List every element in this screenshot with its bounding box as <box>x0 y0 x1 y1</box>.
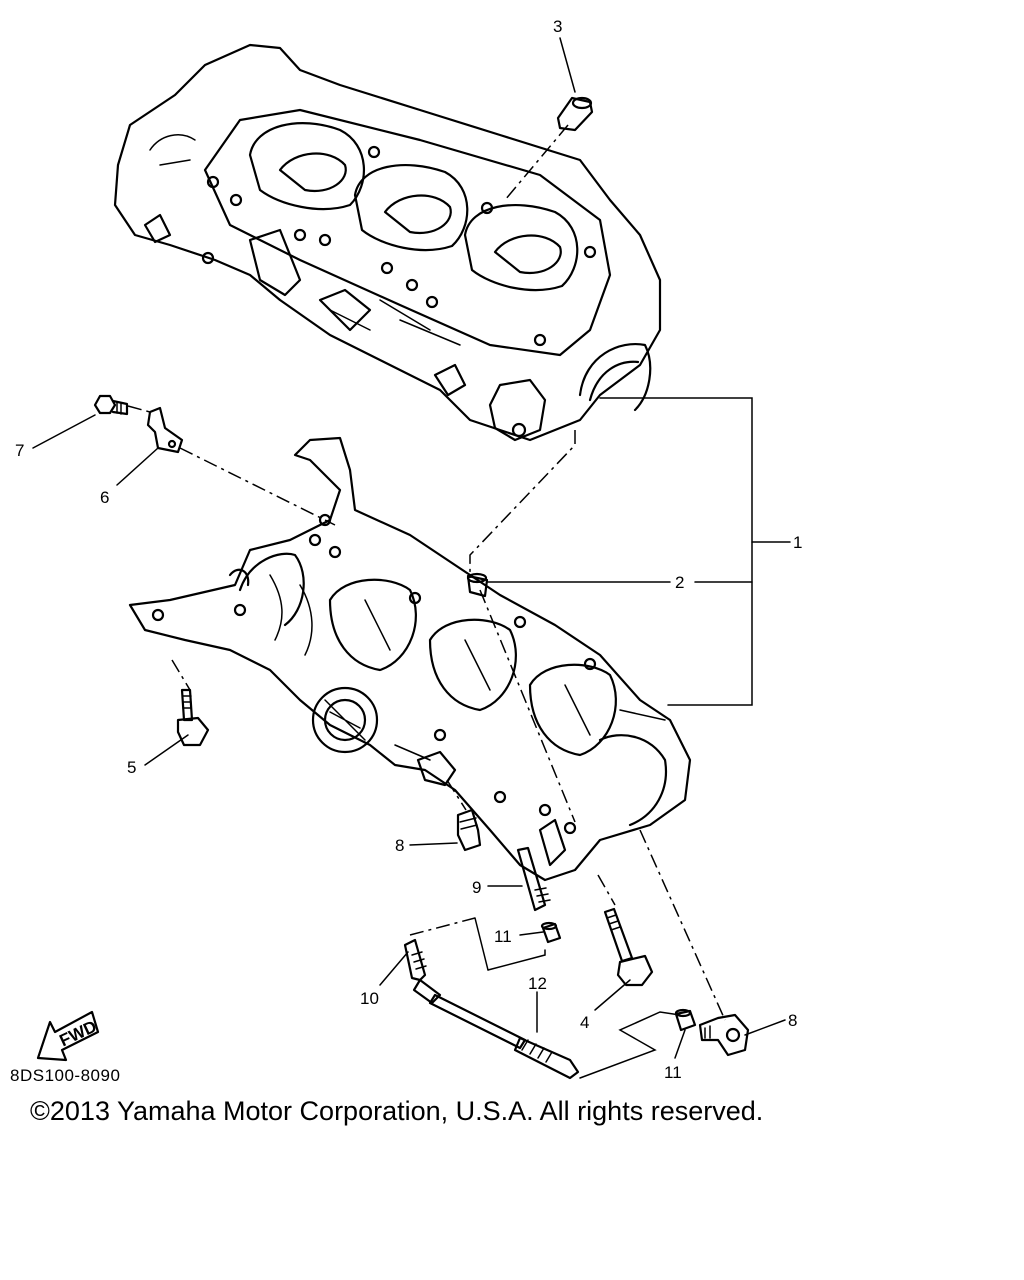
callout-8-left: 8 <box>395 836 404 855</box>
bolt-7 <box>93 394 129 416</box>
callout-1: 1 <box>793 533 802 552</box>
callout-9: 9 <box>472 878 481 897</box>
dowel-pin-2 <box>466 572 489 598</box>
dowel-pin-3 <box>556 96 594 132</box>
callout-8-right: 8 <box>788 1011 797 1030</box>
callout-11-lower: 11 <box>664 1063 682 1080</box>
callout-3: 3 <box>553 17 562 36</box>
cap-11-lower <box>674 1008 697 1032</box>
callout-2: 2 <box>675 573 684 592</box>
hose-10 <box>403 938 442 1005</box>
bolt-4 <box>603 907 654 987</box>
callout-4: 4 <box>580 1013 589 1032</box>
fwd-label: FWD <box>56 1017 99 1051</box>
copyright-notice: ©2013 Yamaha Motor Corporation, U.S.A. A… <box>30 1096 764 1126</box>
fitting-8-right <box>698 1013 750 1057</box>
leader-lines <box>32 37 791 1079</box>
callout-5: 5 <box>127 758 136 777</box>
fitting-8-left <box>456 808 482 852</box>
stud-9 <box>516 846 551 912</box>
callout-6: 6 <box>100 488 109 507</box>
lower-crankcase <box>128 436 692 882</box>
cap-11-upper <box>540 921 562 944</box>
bracket-6 <box>146 406 184 454</box>
callout-10: 10 <box>360 989 379 1008</box>
callout-numbers: 3 1 2 7 6 5 8 9 11 10 12 4 8 11 <box>15 17 802 1080</box>
callout-11-upper: 11 <box>494 927 512 946</box>
upper-crankcase <box>113 43 662 442</box>
bolt-5 <box>176 688 210 747</box>
small-parts <box>93 96 750 1080</box>
callout-12: 12 <box>528 974 547 993</box>
fwd-arrow-icon: FWD <box>36 1010 100 1062</box>
diagram-reference-code: 8DS100-8090 <box>10 1066 121 1085</box>
callout-7: 7 <box>15 441 24 460</box>
pipe-12 <box>428 993 580 1080</box>
crankcase-exploded-diagram: FWD 3 1 2 7 6 5 8 9 11 10 12 4 8 11 <box>15 17 802 1080</box>
